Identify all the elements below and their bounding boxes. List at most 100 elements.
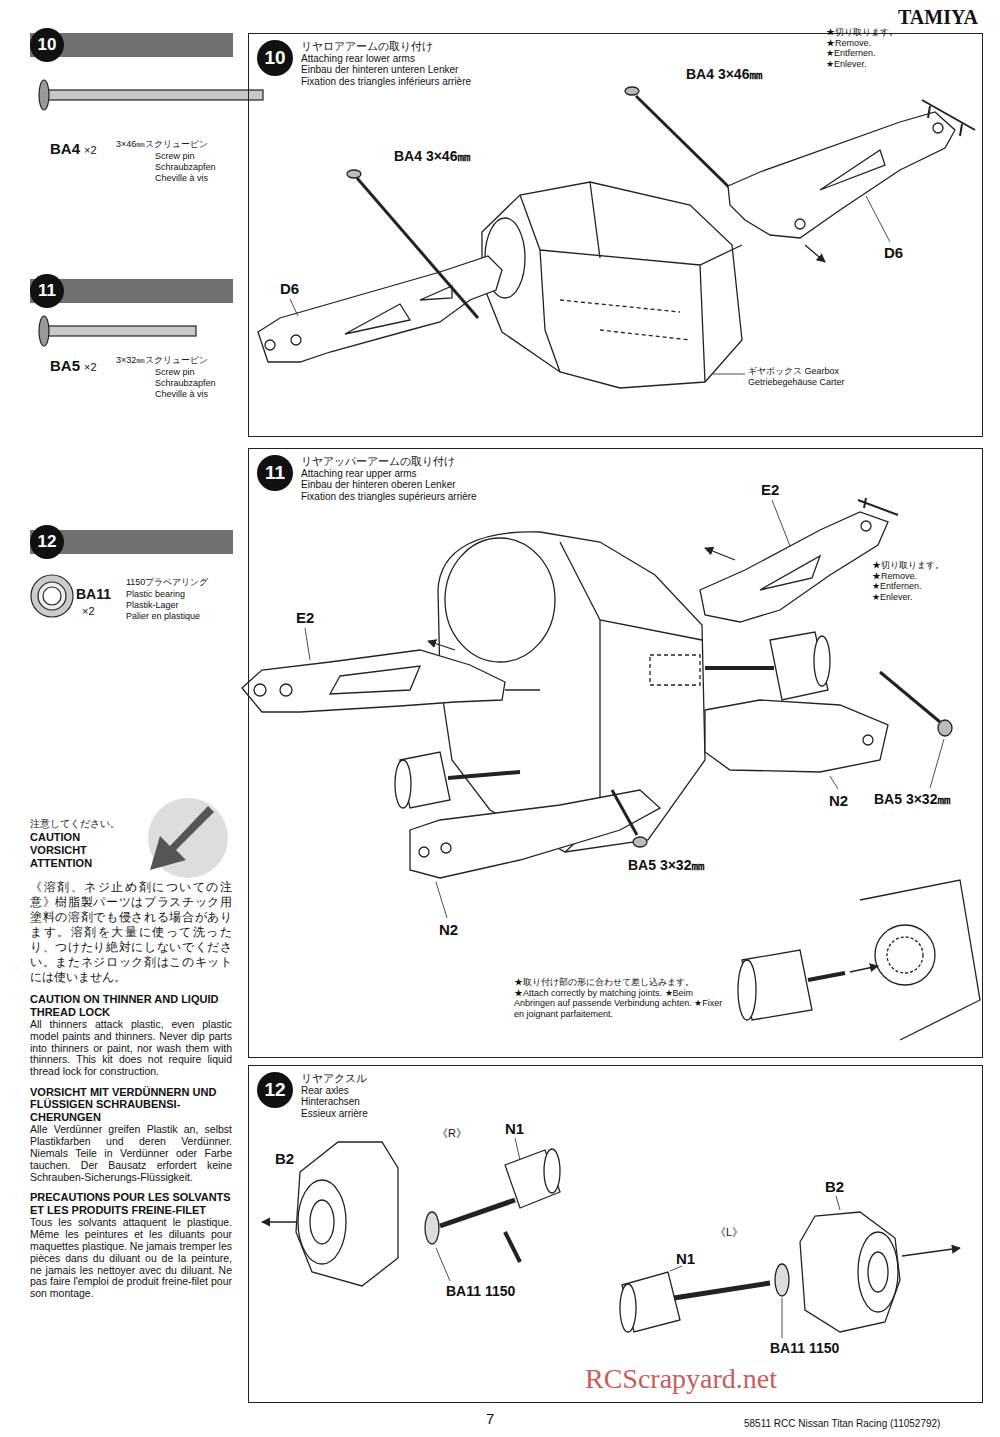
callout-label: D6 (884, 244, 903, 262)
step11-drawing (860, 880, 980, 1040)
caution-text: ATTENTION (30, 857, 92, 870)
step10-drawing (560, 300, 690, 340)
callout-label: B2 (275, 1150, 294, 1168)
step-number: 12 (30, 525, 64, 559)
step10-drawing (728, 112, 955, 238)
step10-drawing (933, 123, 943, 133)
step-title-line: Einbau der hinteren oberen Lenker (301, 479, 477, 491)
callout-label: Plastic bearing (126, 589, 185, 600)
callout-label: ×2 (82, 605, 95, 618)
caution-column: 注意してください。CAUTIONVORSICHTATTENTION《溶剤、ネジ止… (30, 818, 232, 1300)
watermark: RCScrapyard.net (585, 1362, 777, 1395)
callout-label: BA4 (50, 140, 80, 158)
parts-icons (39, 316, 49, 346)
step11-drawing (445, 538, 555, 662)
parts-icons (39, 80, 49, 110)
caution-text: 注意してください。 (30, 818, 120, 830)
callout-label: ★切り取ります。 ★Remove. ★Entfernen. ★Enlever. (872, 560, 958, 602)
step12-drawing (858, 1232, 898, 1312)
parts-icons (43, 587, 61, 605)
callout-label: 58511 RCC Nissan Titan Racing (11052792) (744, 1418, 940, 1430)
step-title: リヤアッパーアームの取り付けAttaching rear upper armsE… (301, 456, 477, 502)
step12-drawing (775, 1264, 789, 1296)
step11-drawing (428, 641, 455, 650)
step12-drawing (674, 1283, 770, 1298)
step12-drawing (836, 1196, 840, 1210)
step11-drawing (305, 628, 310, 660)
step12-drawing (800, 1212, 900, 1332)
step-bar: 12 (30, 530, 233, 554)
callout-label: ギヤボックス Gearbox Getriebegehäuse Carter (748, 366, 848, 387)
step-panel: リヤアクスルRear axlesHinterachsenEssieux arri… (248, 1065, 983, 1403)
step10-drawing (482, 182, 742, 388)
caution-text: CAUTION (30, 831, 80, 844)
step-title-line: Fixation des triangles inférieurs arrièr… (301, 76, 471, 88)
caution-text: PRECAUTIONS POUR LES SOLVANTS ET LES PRO… (30, 1191, 232, 1216)
step10-drawing (625, 87, 639, 95)
callout-label: ★取り付け部の形に合わせて差し込みます。 ★Attach correctly b… (514, 977, 729, 1019)
callout-label: 3×32㎜スクリューピン (116, 355, 208, 366)
step11-drawing (930, 739, 944, 788)
callout-label: Schraubzapfen (155, 378, 216, 389)
step-bar: 10 (30, 33, 233, 57)
step-title: リヤロアアームの取り付けAttaching rear lower armsEin… (301, 41, 471, 87)
caution-text: 《溶剤、ネジ止め剤についての注意》樹脂製パーツはプラスチック用塗料の溶剤でも侵さ… (30, 880, 232, 985)
step11-drawing (875, 925, 935, 985)
step11-drawing (830, 776, 838, 789)
step11-drawing (280, 684, 292, 696)
parts-icons (31, 80, 263, 878)
step11-drawing (887, 937, 923, 973)
callout-label: Palier en plastique (126, 611, 200, 622)
callout-label: BA11 1150 (770, 1340, 839, 1357)
step10-drawing (290, 299, 298, 316)
callout-label: 《R》 (437, 1127, 467, 1140)
step11-drawing (448, 772, 520, 778)
callout-label: BA11 1150 (446, 1283, 515, 1300)
step11-drawing (242, 498, 980, 1040)
step-title-line: Attaching rear lower arms (301, 53, 471, 65)
callout-label: BA4 3×46㎜ (686, 66, 763, 83)
step10-drawing (258, 87, 975, 388)
caution-text: Tous les solvants attaquent le plastique… (30, 1217, 232, 1300)
step12-drawing (262, 1138, 960, 1338)
step-title-line: Einbau der hinteren unteren Lenker (301, 64, 471, 76)
step10-drawing (866, 196, 890, 242)
step-circle: 11 (257, 455, 293, 491)
step10-drawing (357, 178, 478, 318)
callout-label: BA5 3×32㎜ (628, 857, 705, 874)
callout-label: BA4 3×46㎜ (394, 148, 471, 165)
step-title-line: Essieux arrière (301, 1108, 368, 1120)
step-title-line: Fixation des triangles supérieurs arrièr… (301, 491, 477, 503)
caution-text: CAUTION ON THINNER AND LIQUID THREAD LOC… (30, 993, 232, 1018)
step11-drawing (254, 684, 266, 696)
caution-text: Alle Verdünner greifen Plastik an, selbs… (30, 1124, 232, 1183)
step11-drawing (441, 843, 451, 853)
callout-label: E2 (761, 481, 779, 499)
step11-drawing (612, 790, 637, 835)
step11-drawing (808, 973, 845, 980)
step12-drawing (868, 1252, 888, 1292)
step11-drawing (772, 500, 790, 546)
step10-drawing (291, 335, 301, 345)
step11-drawing (436, 882, 447, 918)
parts-icons (148, 798, 228, 878)
step10-drawing (265, 340, 275, 350)
step-number: 10 (264, 47, 285, 69)
step-title-line: Attaching rear upper arms (301, 468, 477, 480)
step-number: 10 (30, 28, 64, 62)
step-number: 12 (264, 1079, 285, 1101)
callout-label: BA5 (50, 357, 80, 375)
step11-drawing (738, 960, 756, 1020)
step12-drawing (440, 1200, 515, 1226)
step-title-line: Rear axles (301, 1085, 368, 1097)
step12-drawing (262, 1221, 296, 1222)
step10-drawing (795, 219, 805, 229)
step10-drawing (258, 256, 502, 362)
parts-icons (38, 582, 66, 610)
step11-drawing (410, 790, 660, 878)
callout-label: B2 (825, 1178, 844, 1196)
step12-drawing (436, 1248, 450, 1281)
step10-drawing (520, 182, 742, 382)
step12-drawing (425, 1212, 439, 1244)
parts-icons (48, 326, 196, 336)
